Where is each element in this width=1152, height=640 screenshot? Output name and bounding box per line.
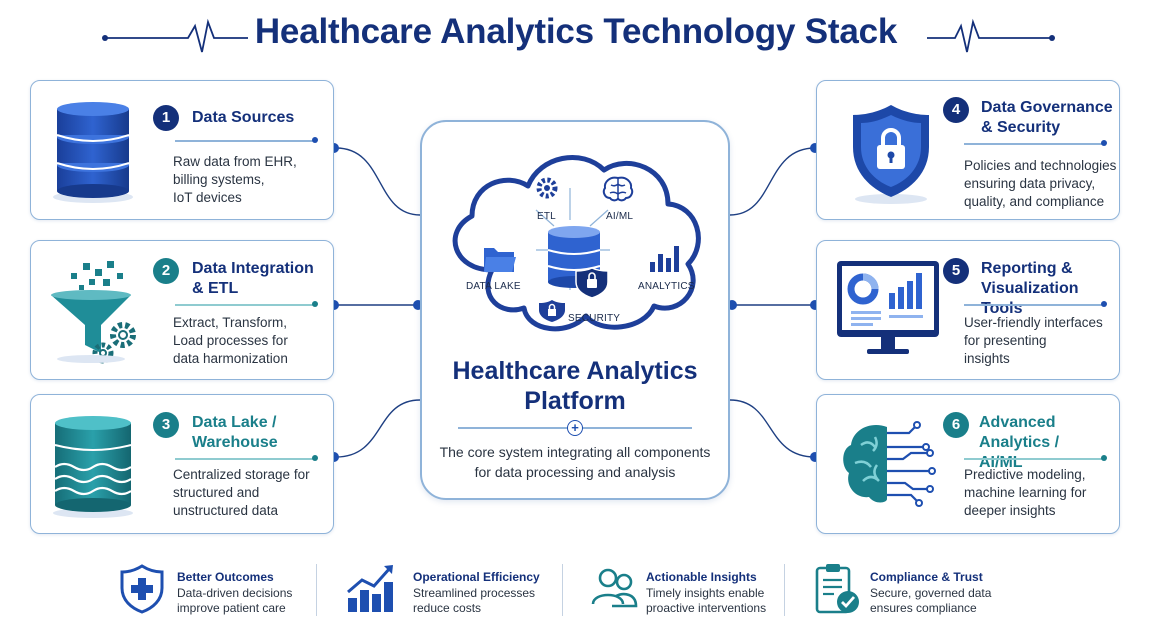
benefit-title: Compliance & Trust xyxy=(870,570,983,584)
card-data-sources: 1 Data Sources Raw data from EHR,billing… xyxy=(30,80,334,220)
dashboard-monitor-icon xyxy=(837,261,939,354)
center-platform-card: ETL AI/ML DATA LAKE ANALYTICS SECURITY H… xyxy=(420,120,730,500)
card-divider-dot xyxy=(312,301,318,307)
card-title: Data Governance& Security xyxy=(981,99,1113,136)
rising-bar-chart-icon xyxy=(347,565,393,612)
benefit-separator xyxy=(562,564,563,616)
card-title: Data Integration& ETL xyxy=(192,260,314,297)
card-advanced-analytics: 6 Advanced Analytics /AI/ML Predictive m… xyxy=(816,394,1120,534)
card-description: Predictive modeling,machine learning for… xyxy=(964,467,1087,518)
folder-icon xyxy=(484,248,516,272)
bar-chart-icon xyxy=(650,246,679,272)
database-lock-icon xyxy=(547,226,609,299)
connector-node-2 xyxy=(329,300,339,310)
card-data-governance: 4 Data Governance& Security Policies and… xyxy=(816,80,1120,220)
center-node-left xyxy=(413,300,423,310)
clipboard-check-icon xyxy=(815,564,859,614)
center-node-right xyxy=(727,300,737,310)
card-divider-dot xyxy=(1101,140,1107,146)
step-number-badge: 3 xyxy=(153,412,179,438)
benefit-title: Better Outcomes xyxy=(177,570,274,584)
card-data-lake: 3 Data Lake /Warehouse Centralized stora… xyxy=(30,394,334,534)
cloud-label-security: SECURITY xyxy=(568,313,621,324)
cloud-label-etl: ETL xyxy=(537,211,556,222)
plus-circle-icon: + xyxy=(567,420,583,436)
connector-node-3 xyxy=(329,452,339,462)
card-description: Raw data from EHR,billing systems,IoT de… xyxy=(173,154,297,205)
heartbeat-line-right-icon xyxy=(927,18,1055,53)
card-divider-dot xyxy=(1101,455,1107,461)
step-number-badge: 2 xyxy=(153,258,179,284)
card-divider-dot xyxy=(312,137,318,143)
card-title: Data Sources xyxy=(192,109,295,126)
cloud-label-analytics: ANALYTICS xyxy=(638,281,695,292)
step-number-badge: 1 xyxy=(153,105,179,131)
funnel-gears-icon xyxy=(51,261,136,364)
connector-node-5 xyxy=(810,300,820,310)
card-divider xyxy=(175,140,313,142)
platform-description: The core system integrating all componen… xyxy=(439,444,711,480)
benefit-operational-efficiency: Operational Efficiency Streamlined proce… xyxy=(346,562,556,622)
benefit-compliance-trust: Compliance & Trust Secure, governed data… xyxy=(814,562,1014,622)
benefit-separator xyxy=(784,564,785,616)
cloud-diagram xyxy=(452,155,701,332)
shield-lock-icon xyxy=(853,105,929,204)
benefit-title: Operational Efficiency xyxy=(413,570,540,584)
card-reporting-visualization: 5 Reporting &Visualization Tools User-fr… xyxy=(816,240,1120,380)
card-divider-dot xyxy=(1101,301,1107,307)
benefit-title: Actionable Insights xyxy=(646,570,757,584)
brain-circuit-icon xyxy=(843,421,936,507)
card-divider xyxy=(964,304,1102,306)
heartbeat-line-left-icon xyxy=(102,18,248,53)
connector-node-1 xyxy=(329,143,339,153)
security-shield-icon xyxy=(539,300,565,322)
card-data-integration: 2 Data Integration& ETL Extract, Transfo… xyxy=(30,240,334,380)
people-icon xyxy=(591,568,638,608)
cloud-label-data-lake: DATA LAKE xyxy=(466,281,521,292)
brain-icon xyxy=(602,176,634,202)
gear-icon xyxy=(536,177,558,199)
card-divider xyxy=(964,458,1102,460)
step-number-badge: 6 xyxy=(943,412,969,438)
card-title: Advanced Analytics /AI/ML xyxy=(979,414,1060,471)
cloud-label-aiml: AI/ML xyxy=(606,211,634,222)
step-number-badge: 5 xyxy=(943,258,969,284)
card-divider-dot xyxy=(312,455,318,461)
card-title: Data Lake /Warehouse xyxy=(192,414,278,451)
shield-plus-icon xyxy=(120,564,164,614)
benefit-actionable-insights: Actionable Insights Timely insights enab… xyxy=(590,562,780,622)
connector-node-6 xyxy=(810,452,820,462)
data-lake-cylinder-icon xyxy=(53,416,133,518)
step-number-badge: 4 xyxy=(943,97,969,123)
page-title: Healthcare Analytics Technology Stack xyxy=(254,12,898,51)
card-divider xyxy=(175,304,313,306)
card-divider xyxy=(964,143,1102,145)
connector-node-4 xyxy=(810,143,820,153)
card-title: Reporting &Visualization Tools xyxy=(981,260,1079,317)
card-divider xyxy=(175,458,313,460)
database-icon xyxy=(53,102,133,203)
benefit-separator xyxy=(316,564,317,616)
